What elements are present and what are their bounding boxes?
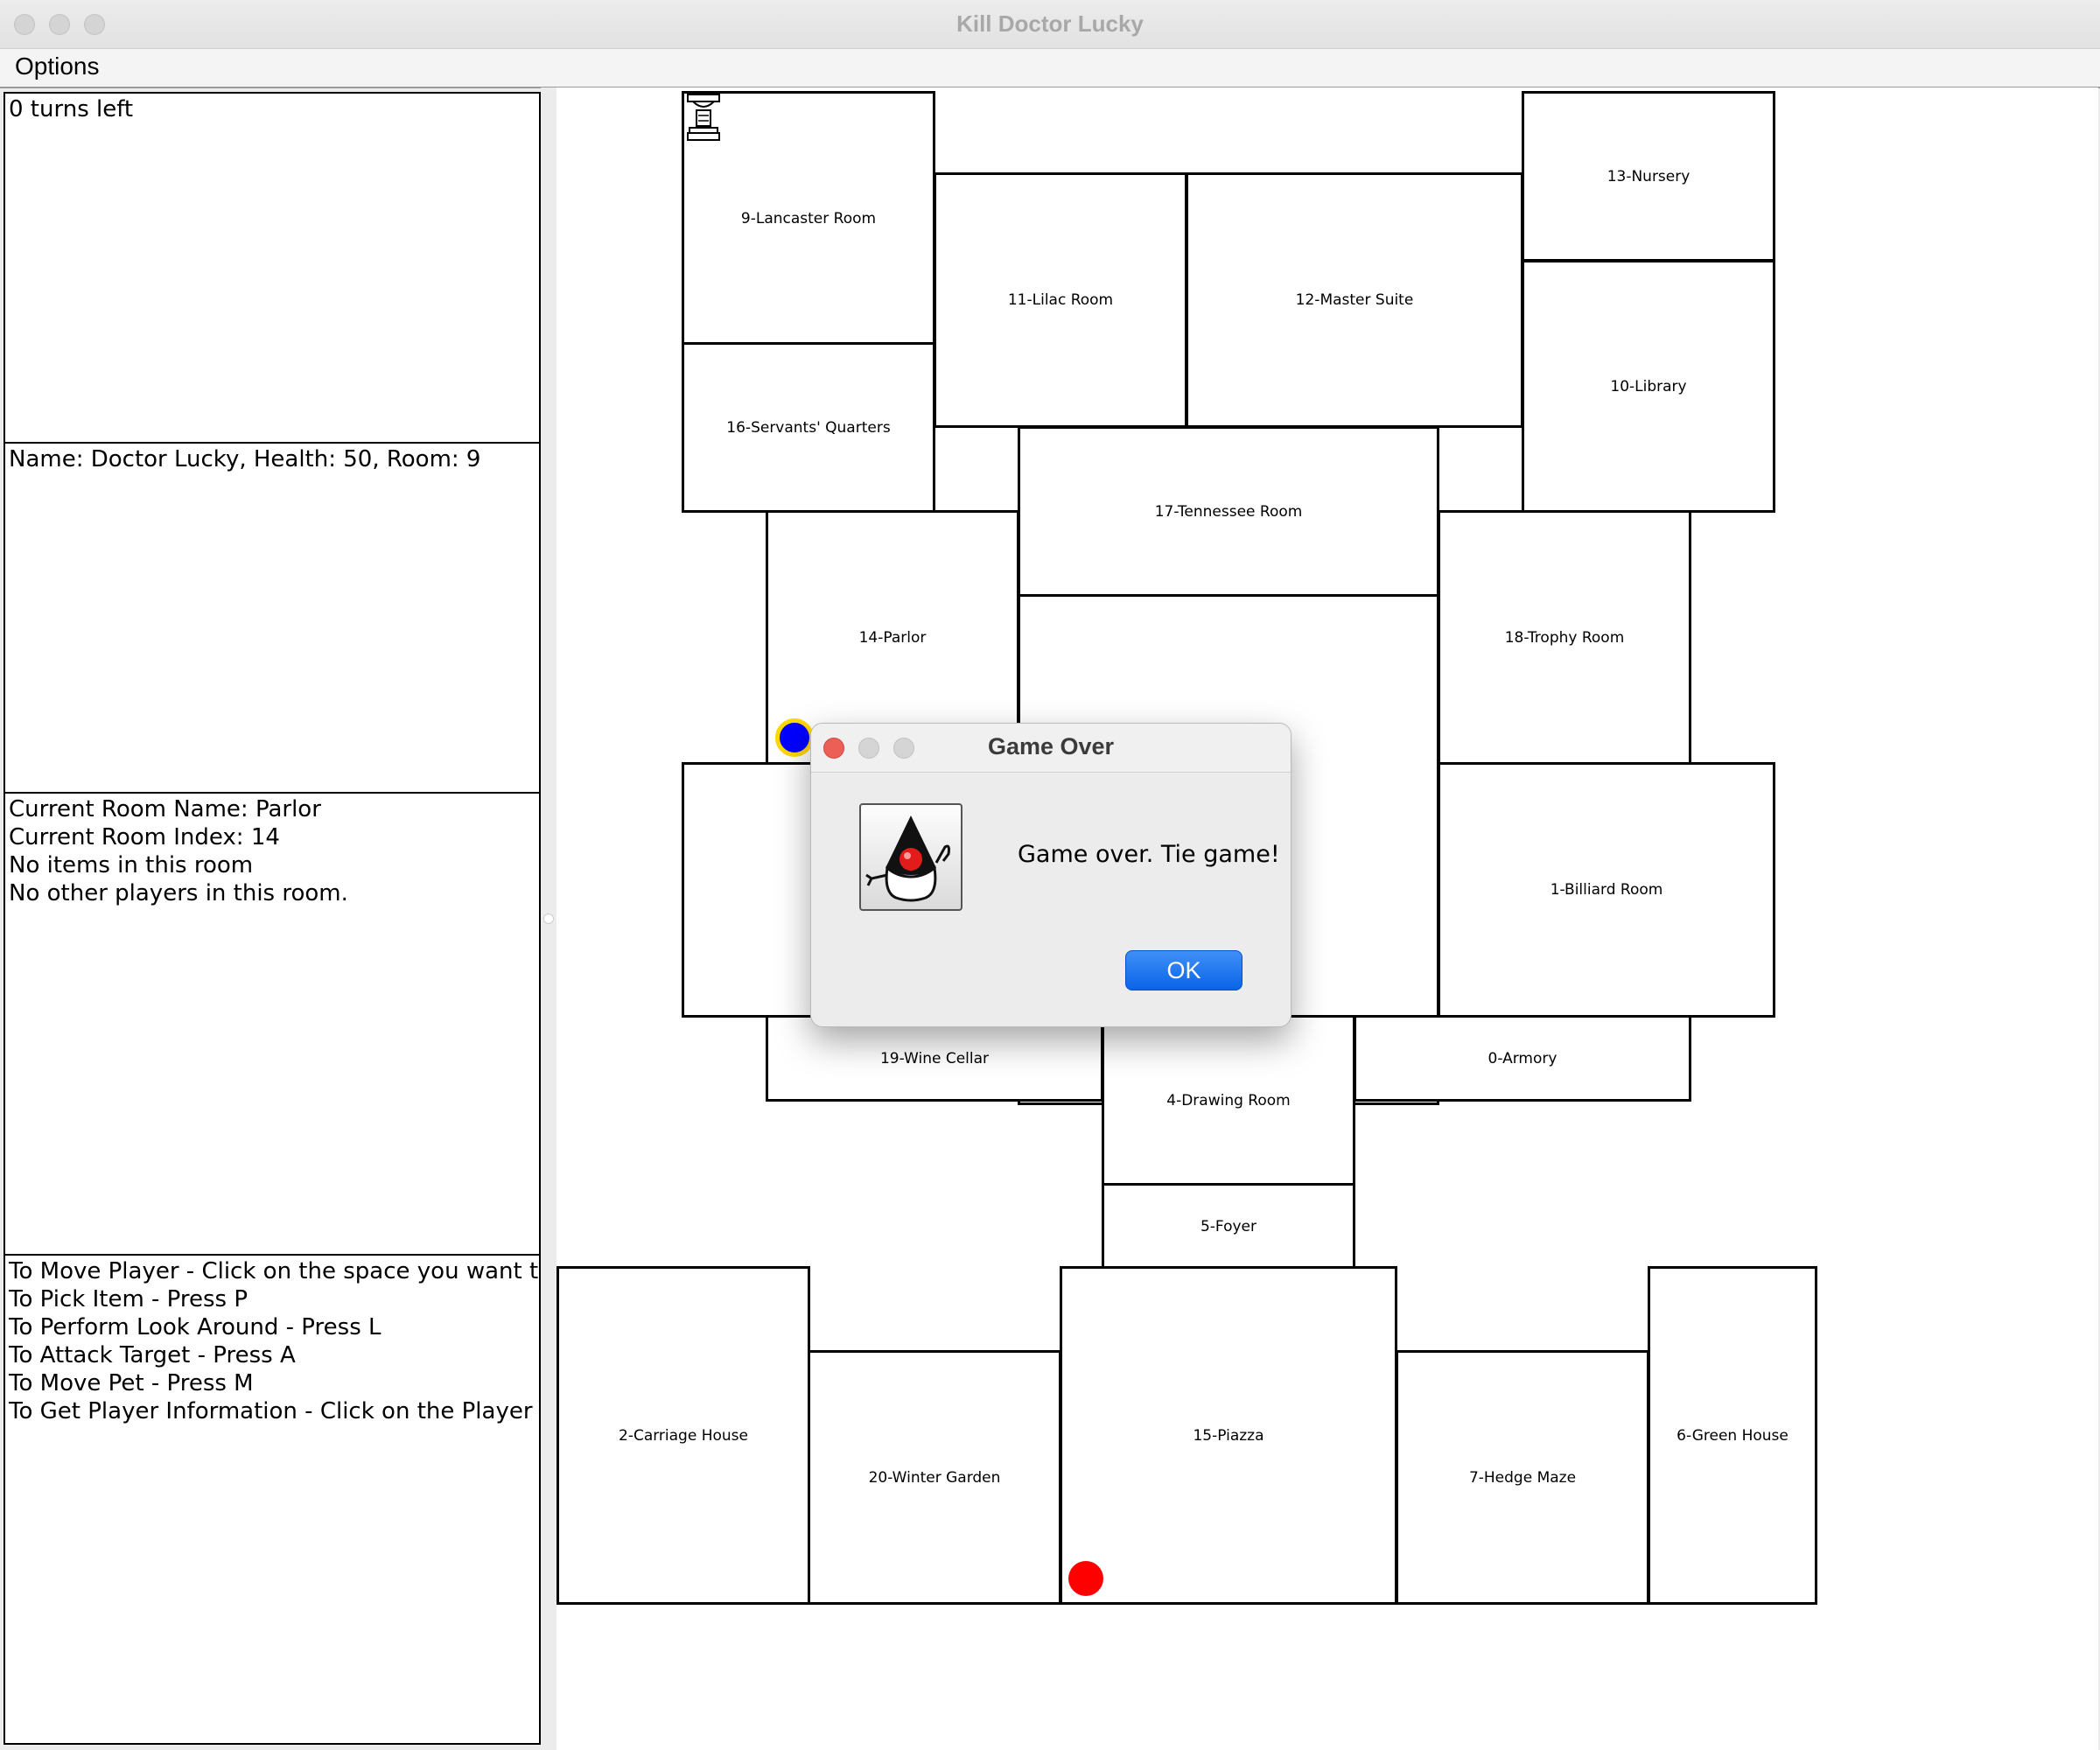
room-13[interactable]: 13-Nursery [1522,91,1775,262]
room-17[interactable]: 17-Tennessee Room [1018,426,1439,597]
window-titlebar: Kill Doctor Lucky [0,0,2100,49]
menu-bar: Options [0,49,2100,88]
zoom-window-button[interactable] [84,14,105,35]
room-label: 9-Lancaster Room [740,209,877,228]
room-18[interactable]: 18-Trophy Room [1438,510,1691,766]
room-11[interactable]: 11-Lilac Room [934,172,1187,428]
divider-handle[interactable] [543,914,554,924]
dialog-minimize-button[interactable] [858,738,879,759]
turns-panel: 0 turns left [4,92,541,444]
room-label: 13-Nursery [1606,167,1690,186]
room-label: 10-Library [1610,377,1687,396]
room-6[interactable]: 6-Green House [1648,1266,1817,1605]
turns-left-text: 0 turns left [9,96,134,122]
room-10[interactable]: 10-Library [1522,260,1775,513]
room-label: 16-Servants' Quarters [726,418,891,437]
close-window-button[interactable] [14,14,35,35]
room-label: 1-Billiard Room [1550,881,1663,899]
instruction-line: To Get Player Information - Click on the… [9,1398,533,1424]
room-20[interactable]: 20-Winter Garden [808,1350,1061,1605]
room-1[interactable]: 1-Billiard Room [1438,762,1775,1018]
room-info-panel: Current Room Name: Parlor Current Room I… [4,792,541,1256]
options-menu[interactable]: Options [15,52,100,80]
target-info-text: Name: Doctor Lucky, Health: 50, Room: 9 [9,446,481,472]
instruction-line: To Perform Look Around - Press L [9,1314,382,1340]
room-7[interactable]: 7-Hedge Maze [1396,1350,1649,1605]
dialog-close-button[interactable] [823,738,844,759]
room-label: 5-Foyer [1200,1218,1257,1236]
instruction-line: To Attack Target - Press A [9,1342,296,1368]
room-label: 15-Piazza [1193,1426,1264,1445]
room-label: 7-Hedge Maze [1468,1468,1577,1487]
instruction-line: To Move Player - Click on the space you … [9,1258,541,1284]
dialog-title: Game Over [987,733,1115,760]
room-0[interactable]: 0-Armory [1354,1015,1691,1102]
room-label: 2-Carriage House [619,1426,748,1445]
room-19[interactable]: 19-Wine Cellar [766,1015,1103,1102]
room-5[interactable]: 5-Foyer [1102,1183,1355,1270]
room-label: 0-Armory [1488,1049,1558,1068]
instruction-line: To Pick Item - Press P [9,1286,248,1312]
dialog-titlebar: Game Over [811,724,1291,773]
room-4[interactable]: 4-Drawing Room [1102,1015,1355,1186]
room-items-text: No items in this room [9,852,254,878]
other-player-token[interactable] [1068,1561,1103,1596]
room-label: 14-Parlor [858,629,927,647]
room-players-text: No other players in this room. [9,880,348,906]
instructions-panel: To Move Player - Click on the space you … [4,1254,541,1745]
room-label: 20-Winter Garden [868,1468,1001,1487]
room-index-text: Current Room Index: 14 [9,824,280,850]
target-info-panel: Name: Doctor Lucky, Health: 50, Room: 9 [4,442,541,794]
ok-button[interactable]: OK [1125,950,1242,990]
room-label: 11-Lilac Room [1007,291,1114,309]
window-title: Kill Doctor Lucky [956,10,1144,37]
room-label: 17-Tennessee Room [1154,502,1303,521]
room-label: 19-Wine Cellar [879,1049,990,1068]
room-label: 6-Green House [1676,1426,1788,1445]
game-map[interactable]: 9-Lancaster Room 11-Lilac Room 12-Master… [556,88,2098,1750]
room-label: 12-Master Suite [1295,291,1414,309]
room-15[interactable]: 15-Piazza [1060,1266,1397,1605]
instruction-line: To Move Pet - Press M [9,1370,254,1396]
game-over-dialog: Game Over Game over. Tie game! OK [810,723,1292,1027]
room-name-text: Current Room Name: Parlor [9,796,321,822]
dialog-message: Game over. Tie game! [1018,841,1280,868]
dialog-zoom-button[interactable] [893,738,914,759]
room-12[interactable]: 12-Master Suite [1186,172,1523,428]
room-label: 18-Trophy Room [1504,629,1625,647]
room-2[interactable]: 2-Carriage House [556,1266,810,1605]
room-16[interactable]: 16-Servants' Quarters [682,342,935,513]
minimize-window-button[interactable] [49,14,70,35]
current-player-token[interactable] [775,718,814,757]
room-label: 4-Drawing Room [1166,1091,1291,1110]
doctor-lucky-icon[interactable] [684,93,723,142]
java-duke-icon [859,803,962,911]
